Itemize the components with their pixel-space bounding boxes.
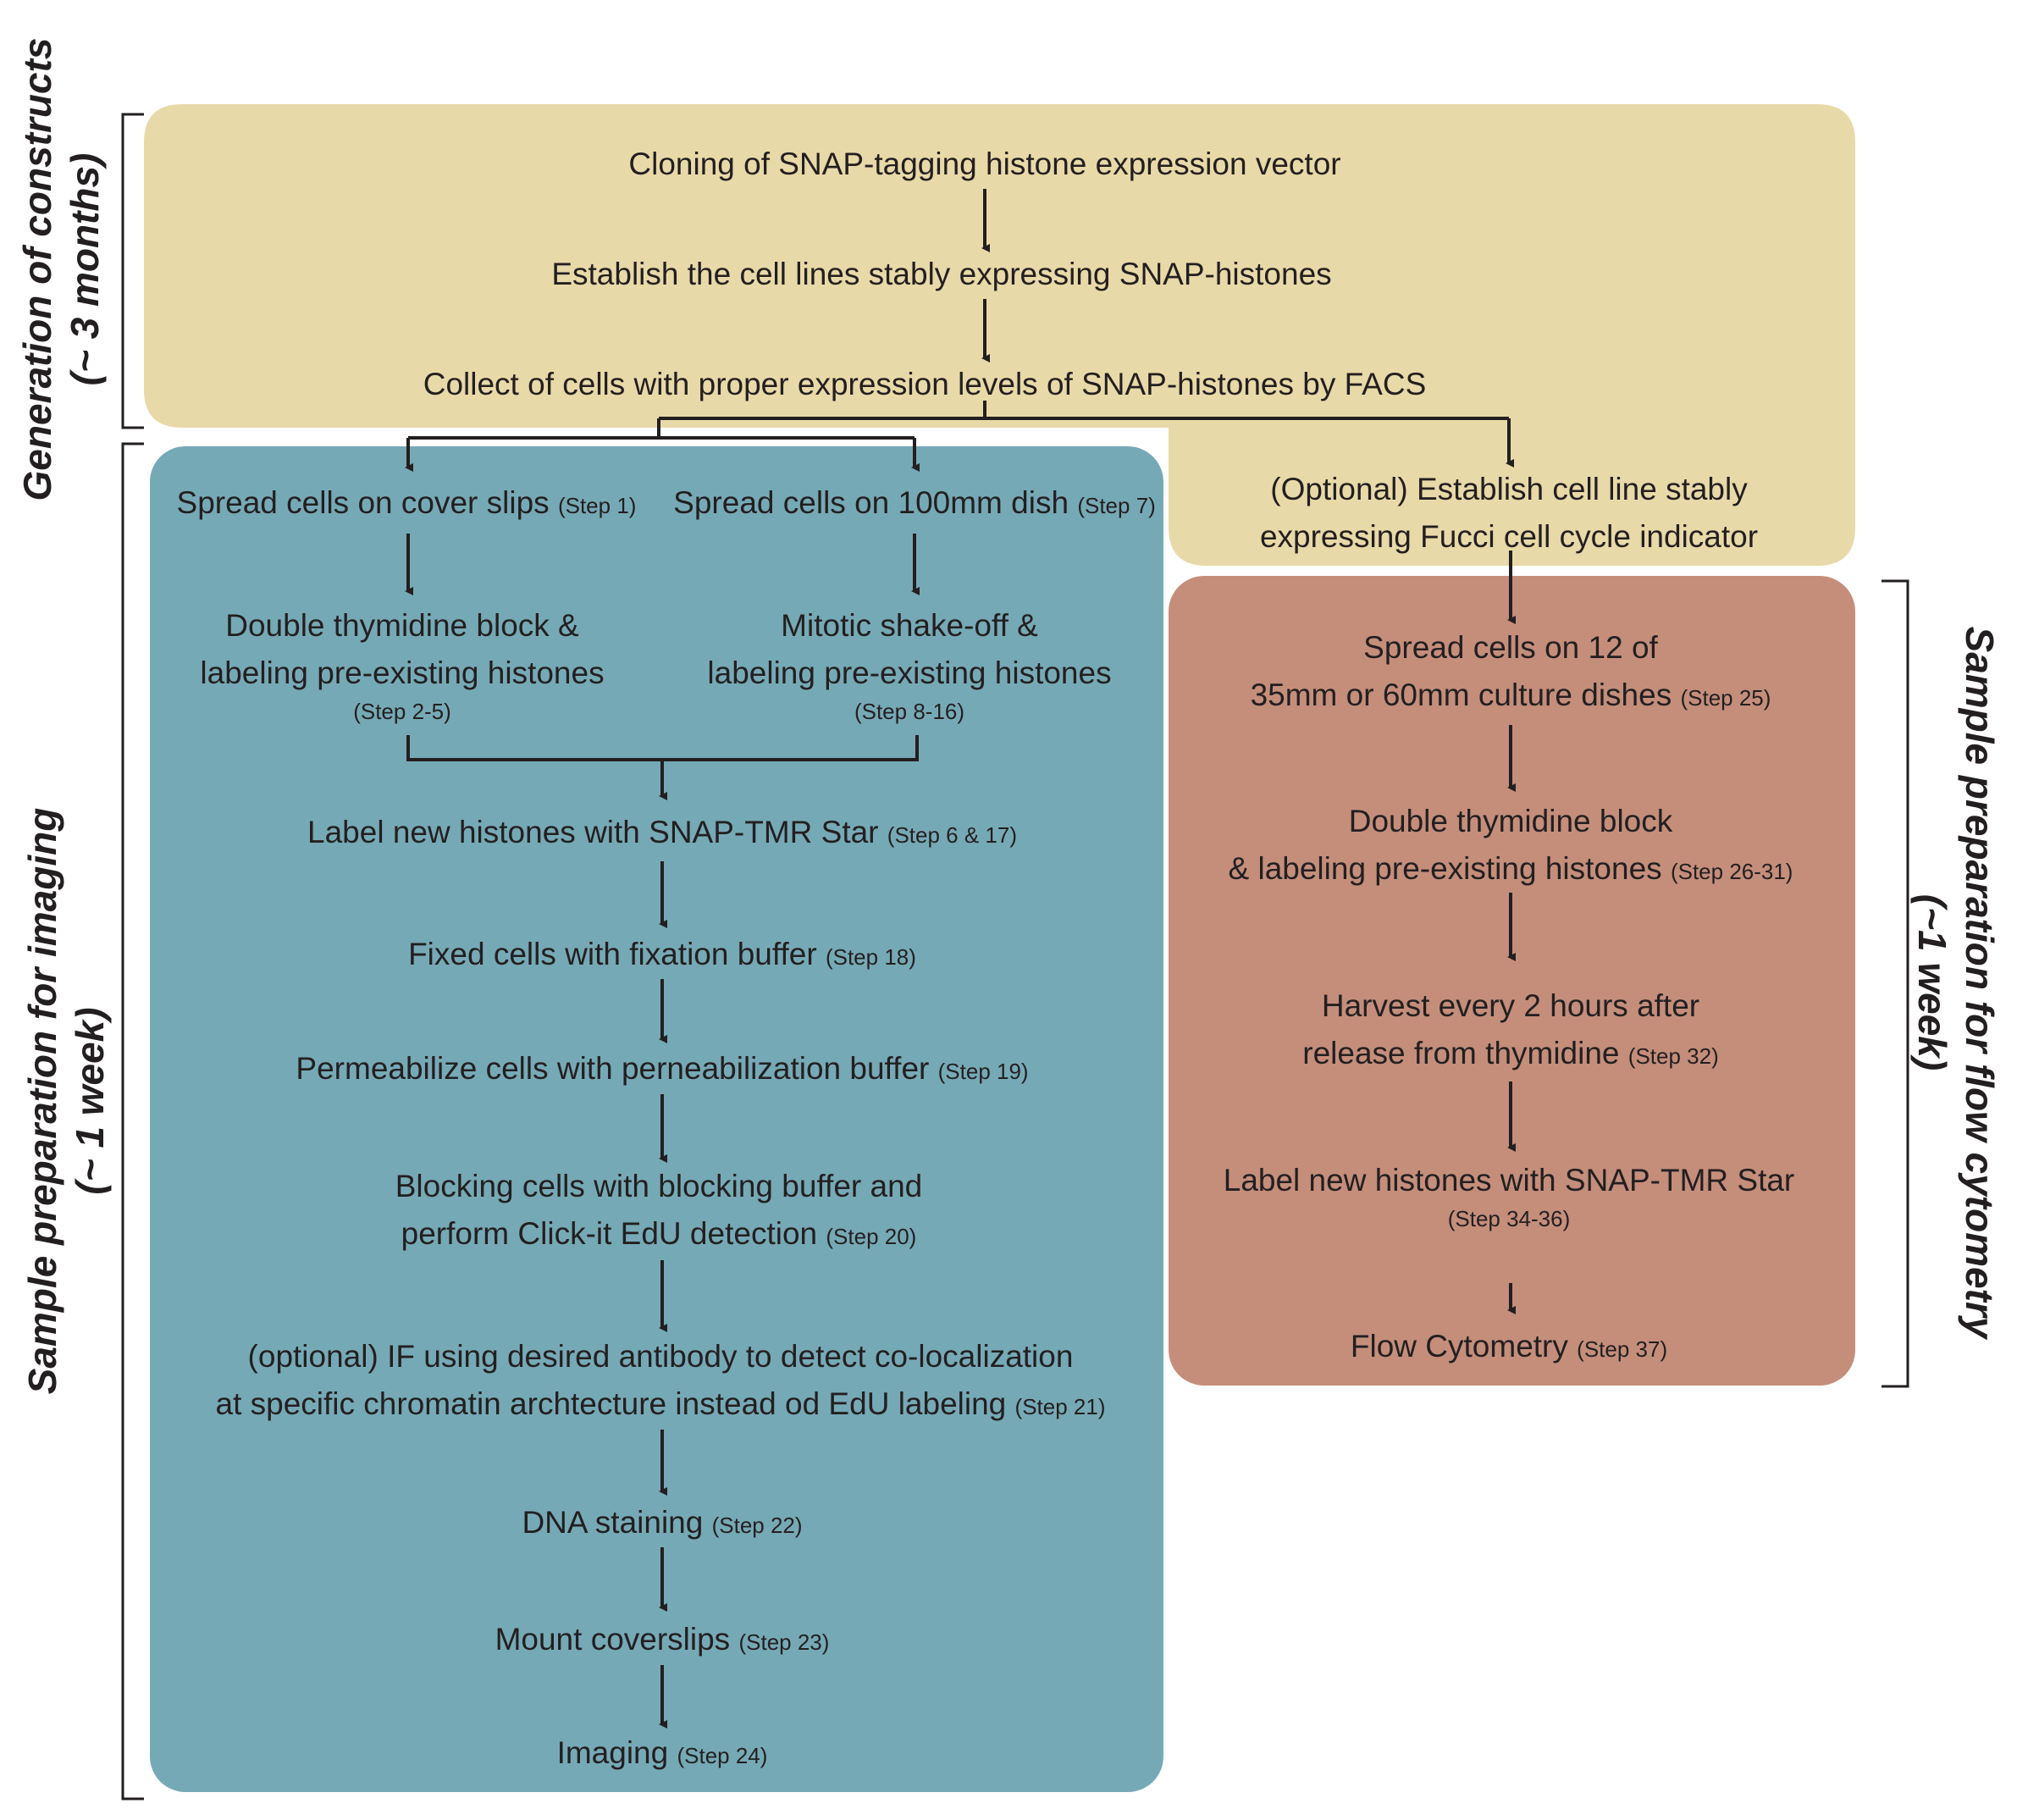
imaging-side-label: Sample preparation for imaging (~ 1 week… <box>20 807 112 1395</box>
flow-box <box>1169 576 1855 1386</box>
constructs-side-label: Generation of constructs (~ 3 months) <box>15 37 107 501</box>
collect-node: Collect of cells with proper expression … <box>423 367 1427 401</box>
blocking-node: Blocking cells with blocking buffer and … <box>395 1169 923 1251</box>
flow-double-thymidine-node: Double thymidine block & labeling pre-ex… <box>1228 804 1793 886</box>
permeabilize-node: Permeabilize cells with perneabilization… <box>296 1051 1029 1086</box>
label-new-histones-node: Label new histones with SNAP-TMR Star (S… <box>307 815 1017 849</box>
branch-collect <box>408 401 1509 440</box>
imaging-box <box>150 446 1163 1792</box>
constructs-bracket <box>121 113 144 429</box>
mount-coverslips-node: Mount coverslips (Step 23) <box>495 1622 830 1657</box>
optional-if-node: (optional) IF using desired antibody to … <box>215 1339 1106 1421</box>
dna-staining-node: DNA staining (Step 22) <box>522 1505 803 1540</box>
cloning-node: Cloning of SNAP-tagging histone expressi… <box>628 147 1341 181</box>
spread-coverslips-node: Spread cells on cover slips (Step 1) <box>176 485 637 520</box>
flow-harvest-node: Harvest every 2 hours after release from… <box>1302 988 1719 1070</box>
imaging-bracket <box>121 442 144 1801</box>
double-thymidine-node: Double thymidine block & labeling pre-ex… <box>200 608 605 724</box>
flow-bracket <box>1882 579 1909 1388</box>
mitotic-shakeoff-node: Mitotic shake-off & labeling pre-existin… <box>707 608 1112 724</box>
flow-label-new-node: Label new histones with SNAP-TMR Star (S… <box>1223 1163 1795 1231</box>
flow-cytometry-node: Flow Cytometry (Step 37) <box>1350 1329 1668 1364</box>
constructs-box <box>144 104 1855 566</box>
optional-fucci-node: (Optional) Establish cell line stably ex… <box>1259 472 1759 554</box>
imaging-node: Imaging (Step 24) <box>556 1735 768 1770</box>
flow-spread-node: Spread cells on 12 of 35mm or 60mm cultu… <box>1250 630 1771 712</box>
fixed-cells-node: Fixed cells with fixation buffer (Step 1… <box>408 937 916 971</box>
flow-side-label: Sample preparation for flow cytometry (~… <box>1910 626 2002 1339</box>
spread-dish-node: Spread cells on 100mm dish (Step 7) <box>673 485 1156 520</box>
establish-node: Establish the cell lines stably expressi… <box>551 257 1332 291</box>
